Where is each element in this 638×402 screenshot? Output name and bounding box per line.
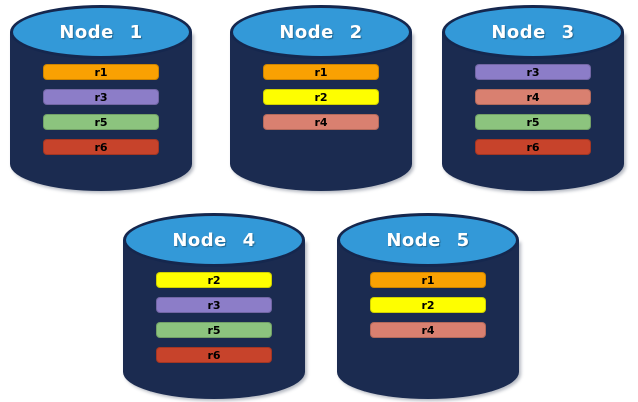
record-bar-r4: r4	[263, 114, 379, 130]
db-node-5: Node 5 r1 r2 r4	[337, 213, 519, 399]
record-bar-r3: r3	[475, 64, 591, 80]
node-label: Node 5	[386, 229, 470, 251]
record-label: r2	[314, 90, 328, 104]
record-label: r2	[207, 273, 221, 287]
cylinder-top: Node 1	[10, 5, 192, 59]
record-label: r4	[314, 115, 328, 129]
db-node-3: Node 3 r3 r4 r5 r6	[442, 5, 624, 191]
record-label: r1	[421, 273, 435, 287]
record-bar-r1: r1	[370, 272, 486, 288]
record-bar-r4: r4	[370, 322, 486, 338]
record-bar-r2: r2	[263, 89, 379, 105]
record-label: r1	[94, 65, 108, 79]
record-label: r4	[526, 90, 540, 104]
record-list: r3 r4 r5 r6	[442, 64, 624, 155]
record-label: r3	[94, 90, 108, 104]
node-label: Node 3	[491, 21, 575, 43]
record-label: r6	[94, 140, 108, 154]
record-label: r2	[421, 298, 435, 312]
record-list: r1 r2 r4	[337, 272, 519, 338]
record-list: r1 r2 r4	[230, 64, 412, 130]
record-label: r3	[526, 65, 540, 79]
record-bar-r2: r2	[370, 297, 486, 313]
record-bar-r3: r3	[43, 89, 159, 105]
record-bar-r5: r5	[43, 114, 159, 130]
cylinder-top: Node 2	[230, 5, 412, 59]
record-label: r5	[94, 115, 108, 129]
record-bar-r6: r6	[156, 347, 272, 363]
record-label: r6	[526, 140, 540, 154]
record-bar-r6: r6	[475, 139, 591, 155]
node-label: Node 2	[279, 21, 363, 43]
cylinder-top: Node 5	[337, 213, 519, 267]
db-node-2: Node 2 r1 r2 r4	[230, 5, 412, 191]
record-list: r1 r3 r5 r6	[10, 64, 192, 155]
record-list: r2 r3 r5 r6	[123, 272, 305, 363]
record-bar-r5: r5	[475, 114, 591, 130]
cylinder-top: Node 3	[442, 5, 624, 59]
record-bar-r1: r1	[263, 64, 379, 80]
cylinder-top: Node 4	[123, 213, 305, 267]
db-node-1: Node 1 r1 r3 r5 r6	[10, 5, 192, 191]
record-bar-r5: r5	[156, 322, 272, 338]
record-bar-r6: r6	[43, 139, 159, 155]
record-label: r3	[207, 298, 221, 312]
record-bar-r4: r4	[475, 89, 591, 105]
record-bar-r3: r3	[156, 297, 272, 313]
node-label: Node 1	[59, 21, 143, 43]
record-bar-r1: r1	[43, 64, 159, 80]
db-node-4: Node 4 r2 r3 r5 r6	[123, 213, 305, 399]
record-label: r5	[207, 323, 221, 337]
record-label: r5	[526, 115, 540, 129]
record-label: r1	[314, 65, 328, 79]
node-label: Node 4	[172, 229, 256, 251]
record-label: r4	[421, 323, 435, 337]
record-bar-r2: r2	[156, 272, 272, 288]
record-label: r6	[207, 348, 221, 362]
